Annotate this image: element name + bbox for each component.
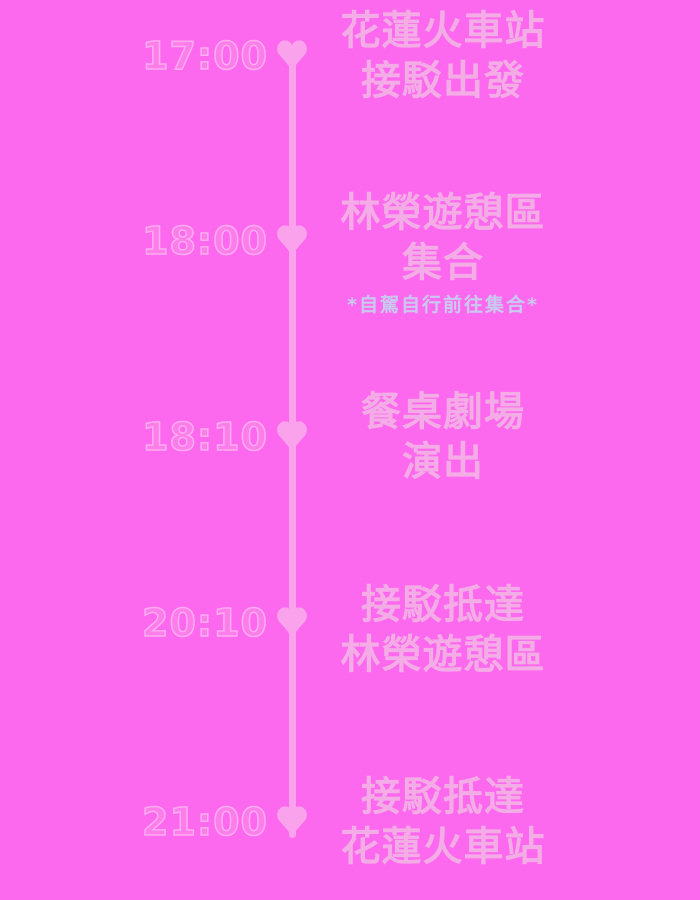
event-title-line: 接駁抵達 — [361, 582, 525, 628]
heart-marker-icon — [277, 40, 307, 72]
timeline-entry: 18:00 林榮遊憩區 集合 *自駕自行前往集合* — [0, 190, 700, 316]
timeline-entry: 18:10 餐桌劇場 演出 — [0, 387, 700, 487]
event-title-line: 接駁出發 — [361, 58, 525, 104]
event-title-line: 集合 — [402, 240, 484, 286]
event-note: *自駕自行前往集合* — [347, 294, 539, 316]
heart-marker-icon — [277, 421, 307, 453]
timeline-entry: 17:00 花蓮火車站 接駁出發 — [0, 6, 700, 106]
event-title-line: 花蓮火車站 — [340, 8, 546, 54]
event-title: 花蓮火車站 接駁出發 — [323, 6, 563, 106]
time-label: 18:00 — [141, 218, 268, 264]
event-title: 接駁抵達 花蓮火車站 — [323, 772, 563, 872]
heart-marker-icon — [277, 806, 307, 838]
timeline-entry: 21:00 接駁抵達 花蓮火車站 — [0, 772, 700, 872]
time-label: 18:10 — [141, 414, 268, 460]
event-title-line: 林榮遊憩區 — [340, 190, 546, 236]
event-title-line: 林榮遊憩區 — [340, 632, 546, 678]
time-label: 17:00 — [141, 33, 268, 79]
event-title-line: 演出 — [402, 439, 484, 485]
heart-marker-icon — [277, 225, 307, 257]
event-title-line: 花蓮火車站 — [340, 824, 546, 870]
timeline-entry: 20:10 接駁抵達 林榮遊憩區 — [0, 573, 700, 678]
event-title-line: 餐桌劇場 — [361, 389, 525, 435]
time-label: 21:00 — [141, 799, 268, 845]
time-label: 20:10 — [141, 600, 268, 646]
heart-marker-icon — [277, 607, 307, 639]
event-title-line: 接駁抵達 — [361, 774, 525, 820]
event-title: 林榮遊憩區 集合 *自駕自行前往集合* — [323, 188, 563, 318]
event-title: 接駁抵達 林榮遊憩區 — [323, 580, 563, 680]
event-title: 餐桌劇場 演出 — [323, 387, 563, 487]
